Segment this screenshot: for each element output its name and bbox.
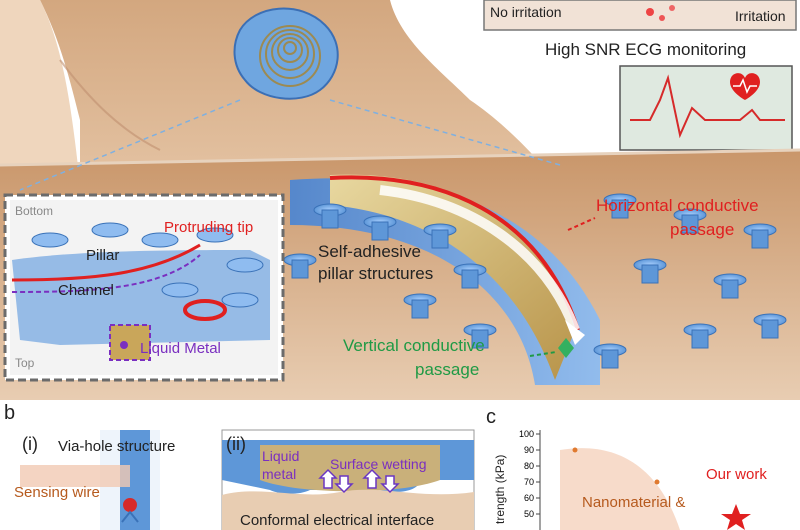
chart-c-ylabel: trength (kPa) xyxy=(493,454,507,524)
chart-c: 50 60 70 80 90 100 xyxy=(519,429,800,530)
vertical-passage-marker xyxy=(529,338,574,358)
data-point xyxy=(654,479,660,485)
liquid-metal-label: Liquid Metal xyxy=(140,340,221,357)
y-tick-label: 90 xyxy=(524,445,534,455)
panel-b-ii-figure xyxy=(221,429,475,530)
inset-box xyxy=(3,193,285,382)
panel-b-i-label: (i) xyxy=(22,434,38,454)
y-tick-label: 50 xyxy=(524,509,534,519)
panel-b-i-figure xyxy=(20,430,160,530)
via-hole-label: Via-hole structure xyxy=(58,438,176,455)
metal-label: metal xyxy=(262,466,297,482)
self-adhesive-label-1: Self-adhesive xyxy=(318,242,422,261)
panel-b-ii-label: (ii) xyxy=(226,434,246,454)
no-irritation-label: No irritation xyxy=(490,4,562,20)
ecg-title: High SNR ECG monitoring xyxy=(545,40,747,59)
irritation-panel xyxy=(483,0,797,31)
chest-patch xyxy=(233,7,339,100)
data-point xyxy=(572,447,578,453)
horizontal-passage-label-2: passage xyxy=(670,220,735,239)
panel-b-letter: b xyxy=(4,402,16,424)
our-work-star xyxy=(721,504,751,530)
irritation-label: Irritation xyxy=(735,8,786,24)
protruding-tip-label: Protruding tip xyxy=(164,219,254,236)
horizontal-leader xyxy=(567,217,596,231)
y-tick-label: 60 xyxy=(524,493,534,503)
vertical-passage-label-1: Vertical conductive xyxy=(343,336,485,355)
ecg-monitor xyxy=(619,65,793,151)
nanomaterial-label: Nanomaterial & xyxy=(582,494,686,511)
pillar-label: Pillar xyxy=(86,247,120,264)
sensing-wire-label: Sensing wire xyxy=(14,484,100,501)
y-tick-label: 80 xyxy=(524,461,534,471)
our-work-label: Our work xyxy=(706,466,767,483)
vertical-passage-label-2: passage xyxy=(415,360,480,379)
horizontal-passage-label-1: Horizontal conductive xyxy=(596,196,759,215)
conformal-label: Conformal electrical interface xyxy=(240,512,435,529)
inset-bottom-label: Bottom xyxy=(15,204,54,218)
curved-patch xyxy=(290,174,600,385)
self-adhesive-label-2: pillar structures xyxy=(318,264,434,283)
nanomaterial-region xyxy=(560,448,680,530)
channel-label: Channel xyxy=(58,282,114,299)
surface-wetting-label: Surface wetting xyxy=(330,456,427,472)
liquid-label: Liquid xyxy=(262,448,300,464)
y-tick-label: 70 xyxy=(524,477,534,487)
panel-c-letter: c xyxy=(486,406,496,428)
y-tick-label: 100 xyxy=(519,429,534,439)
pillar-field xyxy=(283,193,787,369)
inset-top-label: Top xyxy=(15,356,35,370)
